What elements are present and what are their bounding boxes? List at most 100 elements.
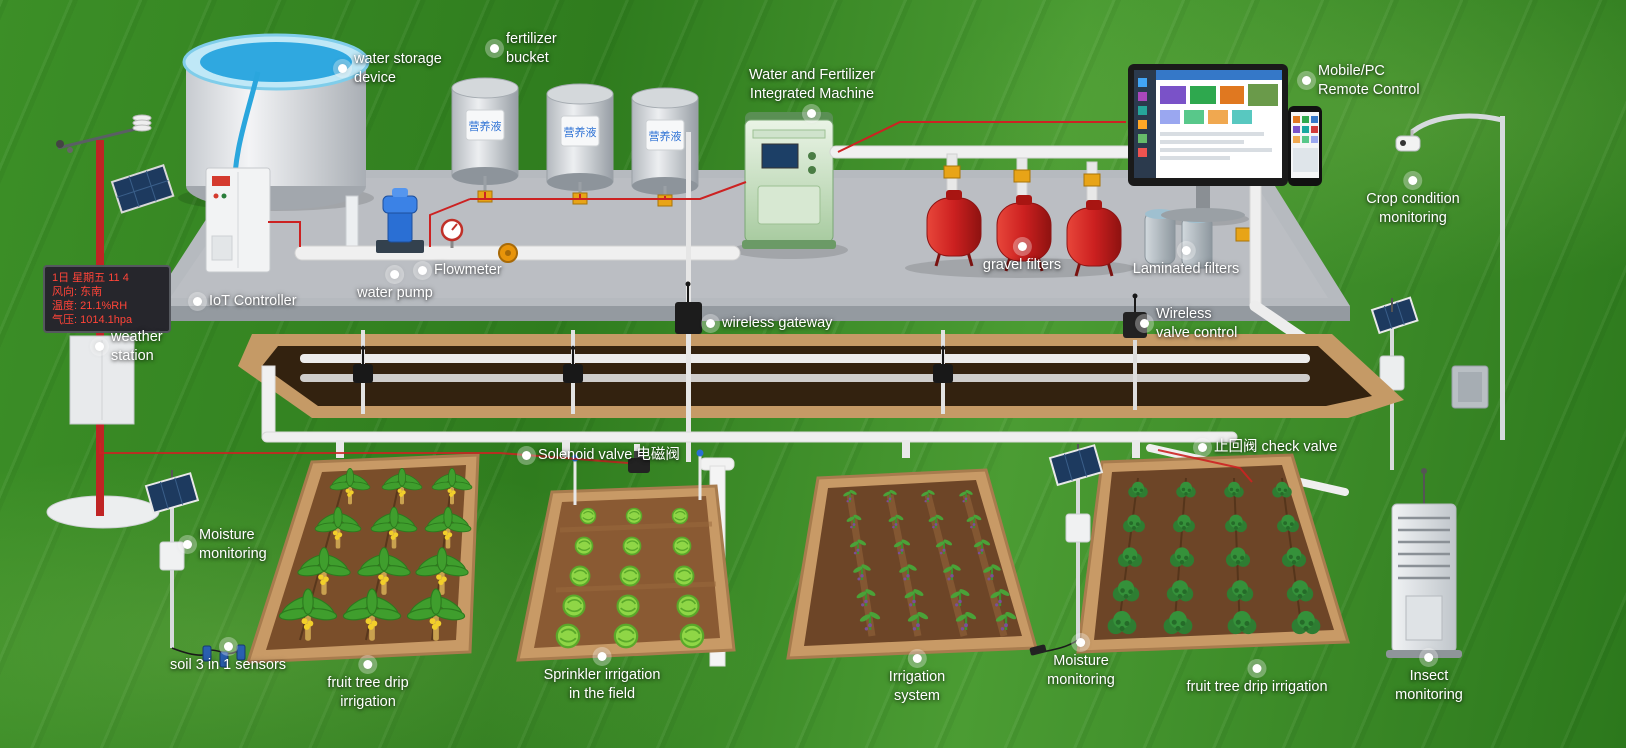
fertilizer-barrel-1: 营养液	[451, 77, 519, 203]
label-moisture-right: Moisture monitoring	[1047, 638, 1115, 689]
wf-machine-marker-dot	[807, 109, 817, 119]
wireless-valve-control-device	[1123, 293, 1147, 410]
moisture-right-label: Moisture monitoring	[1047, 653, 1115, 688]
label-iot-controller: IoT Controller	[193, 292, 297, 311]
fruit-tree-left-label: fruit tree drip irrigation	[327, 675, 409, 710]
flowmeter-label: Flowmeter	[434, 262, 502, 278]
label-crop-monitoring: Crop condition monitoring	[1366, 176, 1460, 227]
flowmeter-marker-dot	[418, 265, 427, 275]
wireless-valve-control-marker-dot	[1140, 319, 1149, 329]
filter-valve	[943, 165, 961, 179]
gravel-filters-marker-dot	[1017, 242, 1027, 251]
weather-display-line-2: 风向: 东南	[52, 284, 102, 298]
solenoid-valve-label: Solenoid valve 电磁阀	[538, 447, 680, 463]
weather-display-line-4: 气压: 1014.1hpa	[52, 312, 133, 326]
wireless-valve-control-label: Wireless valve control	[1156, 306, 1238, 341]
pc-monitor	[1128, 64, 1288, 222]
sprinkler-field-label: Sprinkler irrigation in the field	[543, 667, 661, 702]
wireless-gateway-marker-dot	[706, 318, 715, 328]
iot-controller-marker-dot	[193, 296, 202, 306]
trench-pipe-2	[300, 374, 1310, 382]
fruit-tree-right-marker-dot	[1252, 664, 1262, 673]
barrel-label-text: 营养液	[649, 129, 682, 143]
label-mobile-pc: Mobile/PC Remote Control	[1302, 62, 1420, 99]
soil-sensors-marker-dot	[223, 642, 233, 651]
fertilizer-bucket-marker-dot	[490, 44, 499, 54]
label-fruit-tree-right: fruit tree drip irrigation	[1186, 664, 1328, 697]
water-pump-marker-dot	[390, 270, 400, 279]
water-pump-device	[376, 188, 424, 253]
label-sprinkler-field: Sprinkler irrigation in the field	[543, 652, 661, 703]
check-valve-label: 止回阀 check valve	[1214, 439, 1338, 455]
wireless-gateway-label: wireless gateway	[722, 315, 833, 331]
weather-station-marker-dot	[95, 342, 104, 352]
ptz-camera-icon	[1395, 135, 1421, 152]
iot-controller-label: IoT Controller	[209, 293, 297, 309]
label-water-pump: water pump	[357, 270, 433, 303]
wf-machine-label: Water and Fertilizer Integrated Machine	[749, 67, 875, 102]
label-wireless-gateway: wireless gateway	[706, 314, 832, 333]
laminated-filters-label: Laminated filters	[1132, 261, 1240, 277]
barrel-valve	[657, 194, 673, 207]
label-insect-monitoring: Insect monitoring	[1395, 653, 1463, 704]
label-fertilizer-bucket: fertilizer bucket	[490, 30, 557, 67]
mobile-pc-marker-dot	[1302, 76, 1311, 86]
moisture-right-marker-dot	[1076, 638, 1086, 647]
moisture-sensor-left	[144, 470, 205, 656]
mobile-phone	[1288, 106, 1322, 186]
irrigation-system-marker-dot	[912, 654, 922, 663]
fertilizer-bucket-label: fertilizer bucket	[506, 31, 557, 66]
field-irrigation-system	[786, 468, 1038, 660]
moisture-sensor-right	[1029, 444, 1104, 656]
control-wires	[99, 121, 1253, 483]
trench-pipe-1	[300, 354, 1310, 363]
solenoid-valve-device	[628, 444, 650, 473]
label-soil-sensors: soil 3 in 1 sensors	[170, 642, 286, 675]
label-gravel-filters: gravel filters	[983, 242, 1061, 275]
weather-display: 1日 星期五 11 4 风向: 东南 温度: 21.1%RH 气压: 1014.…	[43, 265, 171, 333]
flowmeter-gauge	[440, 218, 464, 248]
label-water-storage: water storage device	[338, 50, 442, 87]
label-moisture-left: Moisture monitoring	[183, 526, 267, 563]
gravel-filter-3	[1066, 200, 1122, 277]
weather-display-line-3: 温度: 21.1%RH	[52, 298, 127, 312]
camera-pole	[1395, 113, 1505, 440]
field-fruit-tree-right	[1076, 453, 1350, 654]
irrigation-trench	[238, 334, 1404, 418]
fertilizer-barrel-2: 营养液	[546, 83, 614, 205]
crop-monitoring-marker-dot	[1408, 176, 1418, 185]
label-wf-machine: Water and Fertilizer Integrated Machine	[749, 66, 875, 119]
insect-monitoring-label: Insect monitoring	[1395, 668, 1463, 703]
label-wireless-valve-control: Wireless valve control	[1140, 305, 1237, 342]
barrel-label-text: 营养液	[564, 125, 597, 139]
tank-outlet-pipe	[345, 195, 359, 253]
wireless-gateway-device	[675, 132, 702, 462]
sprinkler-field-marker-dot	[597, 652, 607, 661]
weather-station-device: 1日 星期五 11 4 风向: 东南 温度: 21.1%RH 气压: 1014.…	[43, 114, 175, 529]
label-irrigation-system: Irrigation system	[889, 654, 945, 705]
gravel-filter-1	[926, 190, 982, 267]
label-flowmeter: Flowmeter	[418, 261, 502, 280]
fertilizer-barrels: 营养液 营养液 营养液	[451, 77, 699, 207]
weather-display-line-1: 1日 星期五 11 4	[52, 271, 129, 284]
soil-sensors-label: soil 3 in 1 sensors	[169, 657, 287, 673]
label-check-valve: 止回阀 check valve	[1198, 438, 1337, 457]
iot-controller-cabinet	[205, 167, 271, 273]
field-fruit-tree-left	[245, 453, 480, 664]
fertigation-machine	[742, 112, 836, 249]
label-laminated-filters: Laminated filters	[1133, 246, 1239, 279]
weather-station-label: weather station	[111, 329, 163, 364]
irrigation-system-label: Irrigation system	[888, 669, 946, 704]
moisture-left-label: Moisture monitoring	[199, 527, 267, 562]
fruit-tree-left-marker-dot	[363, 660, 373, 669]
insect-monitoring-tower	[1386, 468, 1462, 658]
label-weather-station: weather station	[95, 328, 163, 365]
moisture-left-marker-dot	[183, 540, 192, 550]
filter-valve	[1083, 173, 1101, 187]
water-storage-marker-dot	[338, 64, 347, 74]
soil-sensors-cluster	[202, 644, 246, 668]
barrel-label-text: 营养液	[469, 119, 502, 133]
fruit-tree-right-label: fruit tree drip irrigation	[1186, 679, 1328, 695]
